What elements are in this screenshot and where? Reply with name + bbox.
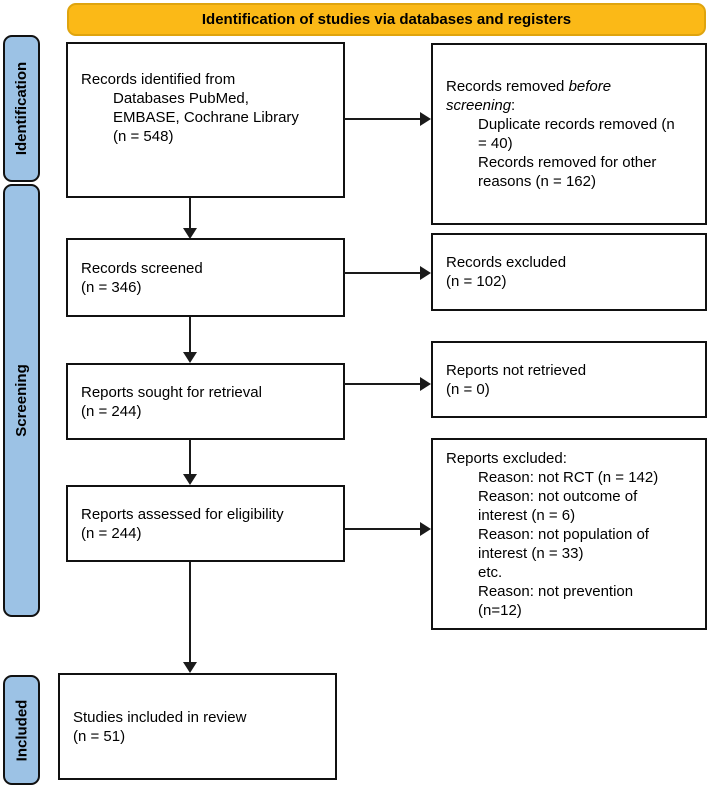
box-text-line: interest (n = 33) [478,545,584,562]
box-text-line: Reports not retrieved [446,361,587,379]
box-text-line: (n = 346) [81,278,142,296]
box-text-line: Reason: not RCT (n = 142) [478,469,659,486]
box-text-line: = 40) [478,135,513,152]
box-text-line: Databases PubMed, [113,90,249,107]
box-text-line: (n = 51) [73,727,126,745]
box-records-removed-before-screening: Records removed before screening: Duplicat… [431,43,707,225]
box-reports-excluded: Reports excluded: Reason: not RCT (n = 14… [431,438,707,630]
box-reports-assessed-eligibility: Reports assessed for eligibility(n = 244… [66,485,345,562]
box-text-line: Reason: not prevention [478,583,634,600]
box-text-line: etc. [478,564,503,581]
arrow-right-assessed-to-reports-excluded-icon [344,522,431,536]
box-records-screened: Records screened(n = 346) [66,238,345,317]
stage-label-screening: Screening [13,364,30,437]
box-text-line: Reports sought for retrieval [81,383,262,401]
banner-identification-via-databases: Identification of studies via databases … [67,3,706,36]
box-text-line: Records screened [81,259,203,277]
box-text-line: Records excluded [446,254,567,271]
arrow-down-screened-to-sought-icon [183,317,197,363]
box-text-line: (n = 102) [446,273,507,290]
box-text-line: Records removed for other [478,154,657,171]
stage-bar-included: Included [3,675,40,785]
arrow-down-assessed-to-included-icon [183,562,197,673]
arrow-right-identified-to-removed-icon [344,112,431,126]
banner-label: Identification of studies via databases … [201,11,572,28]
box-text-line: Reason: not population of [478,526,649,543]
box-text-line: Reports assessed for eligibility [81,505,284,523]
box-reports-sought-retrieval: Reports sought for retrieval(n = 244) [66,363,345,440]
stage-bar-identification: Identification [3,35,40,182]
box-text-line: EMBASE, Cochrane Library [113,109,299,126]
box-text-line: Reason: not outcome of [478,488,638,505]
arrow-right-sought-to-not-retrieved-icon [344,377,431,391]
box-text-line: (n = 548) [113,128,174,145]
box-records-excluded: Records excluded (n = 102) [431,233,707,311]
stage-bar-screening: Screening [3,184,40,617]
box-text-line: screening: [446,97,516,114]
arrow-down-sought-to-assessed-icon [183,440,197,485]
arrow-down-identified-to-screened-icon [183,198,197,239]
box-text-line: Duplicate records removed (n [478,116,675,133]
stage-label-identification: Identification [13,61,30,156]
box-text-line: Records removed before [446,78,612,95]
box-text-line: Studies included in review [73,708,247,726]
box-reports-not-retrieved: Reports not retrieved(n = 0) [431,341,707,418]
box-text-line: Records identified from [81,71,236,88]
box-text-line: (n = 244) [81,402,142,420]
box-text-line: reasons (n = 162) [478,173,596,190]
stage-label-included: Included [13,699,31,761]
box-text-line: (n = 0) [446,380,490,398]
box-text-line: (n = 244) [81,524,142,542]
arrow-right-screened-to-excluded-icon [344,266,431,280]
box-studies-included: Studies included in review(n = 51) [58,673,337,780]
box-text-line: Reports excluded: [446,450,567,467]
box-text-line: (n=12) [478,602,522,619]
box-text-line: interest (n = 6) [478,507,576,524]
